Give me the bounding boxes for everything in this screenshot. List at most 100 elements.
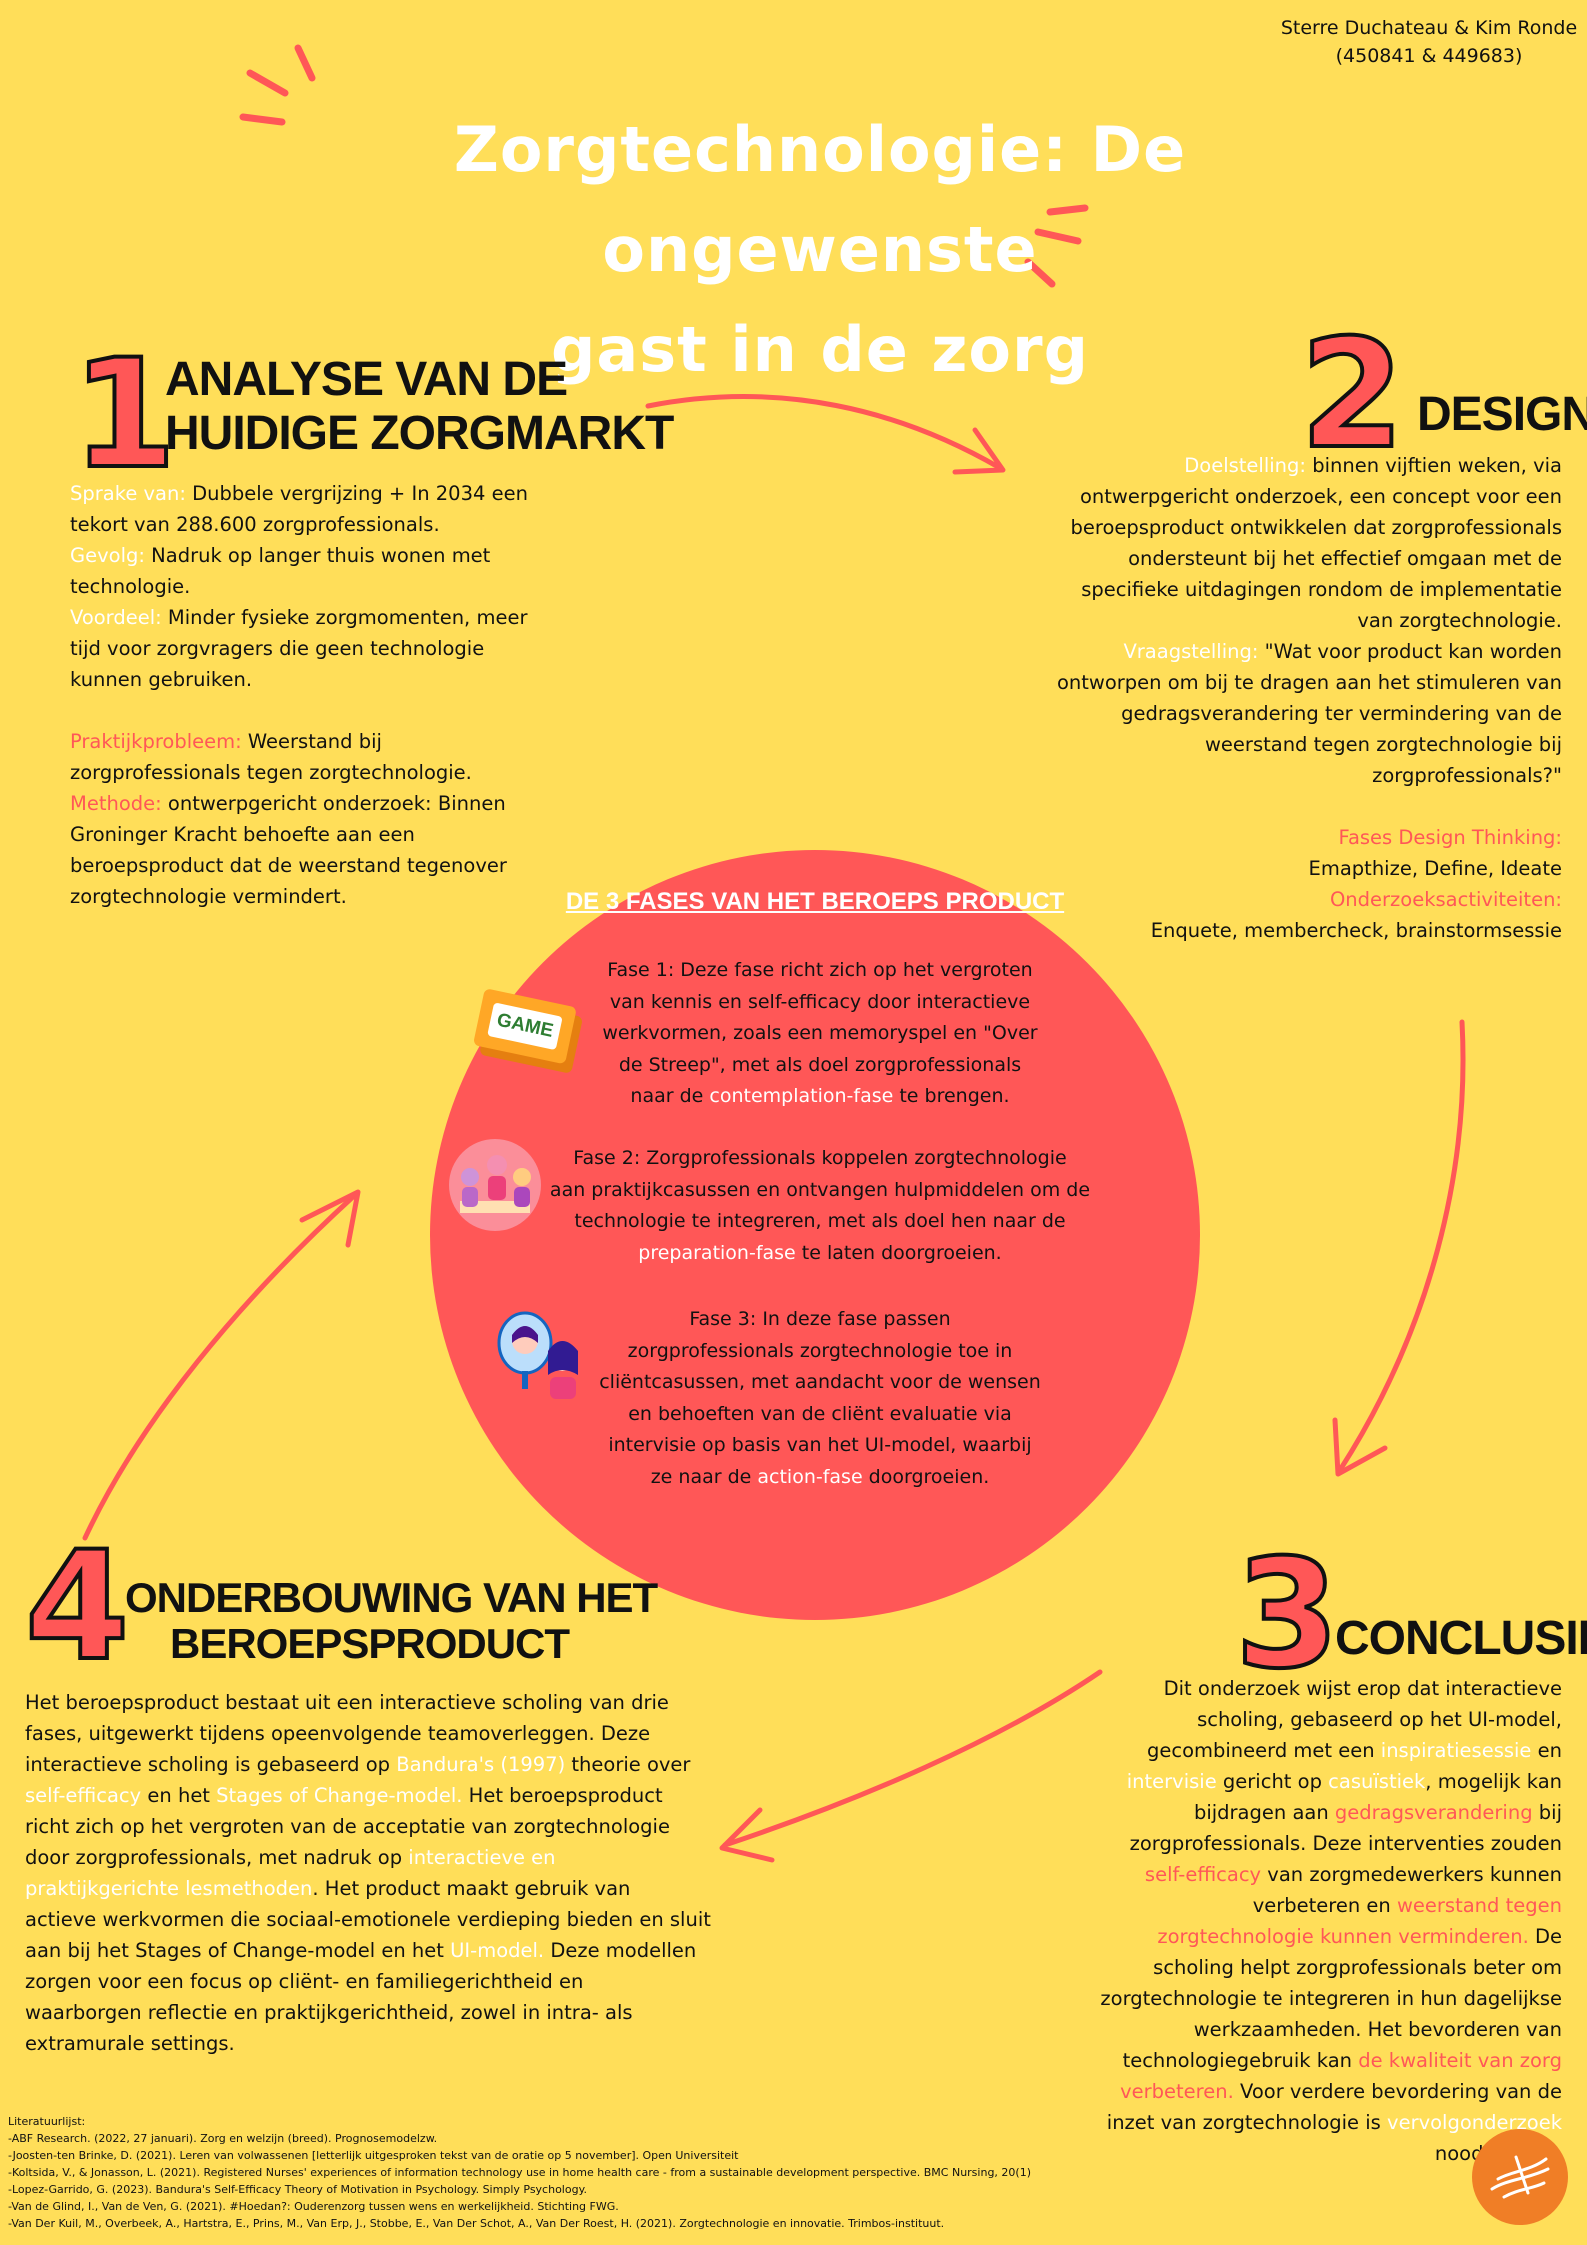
onderbouwing-line-8: actieve werkvormen die sociaal-emotionel… — [25, 1908, 711, 1931]
section-3-heading: CONCLUSIE — [1335, 1612, 1587, 1665]
section-2-heading: DESIGN — [1417, 388, 1587, 441]
verbeteren: verbeteren. — [1120, 2080, 1234, 2103]
section-3-number: 3 — [1233, 1528, 1341, 1702]
reference-2: -Joosten-ten Brinke, D. (2021). Leren va… — [8, 2149, 739, 2162]
fases-text: Emapthize, Define, Ideate — [1308, 857, 1562, 880]
title-rays-decoration — [239, 44, 1089, 288]
phase-3-text: Fase 3: In deze fase passen zorgprofessi… — [590, 1304, 1050, 1493]
phase-3-line-2: zorgprofessionals zorgtechnologie toe in — [627, 1339, 1013, 1362]
conclusie-line-6: zorgprofessionals. Deze interventies zou… — [1129, 1832, 1562, 1855]
conclusie-line-9b: De — [1528, 1925, 1562, 1948]
group-meeting-icon — [449, 1139, 541, 1231]
arrow-2-to-3 — [1337, 1019, 1466, 1473]
arrow-3-to-4-head — [719, 1807, 775, 1863]
vraag-line-1: "Wat voor product kan worden — [1258, 640, 1562, 663]
references-heading: Literatuurlijst: — [8, 2115, 86, 2128]
phase-3-line-3: cliëntcasussen, met aandacht voor de wen… — [599, 1371, 1041, 1393]
phase-3-line-5: intervisie op basis van het UI-model, wa… — [608, 1434, 1032, 1456]
conclusie-line-3a: gecombineerd met een — [1146, 1739, 1381, 1762]
phase-1-line-2: van kennis en self-efficacy door interac… — [609, 990, 1031, 1013]
interactieve-en: interactieve en — [408, 1846, 556, 1869]
section-1-number: 1 — [70, 328, 178, 502]
doel-label: Doelstelling: — [1184, 454, 1306, 477]
section-1-heading-line-2: HUIDIGE ZORGMARKT — [165, 407, 674, 460]
section-1-heading-line-1: ANALYSE VAN DE — [165, 353, 568, 406]
arrow-1-to-2-head — [952, 427, 1006, 475]
activiteiten-label: Onderzoeksactiviteiten: — [1329, 888, 1562, 911]
gevolg-label: Gevolg: — [70, 544, 145, 567]
section-4-heading-line-2: BEROEPSPRODUCT — [170, 1620, 570, 1667]
title-line-2: gast in de zorg — [551, 313, 1089, 386]
sprake-label: Sprake van: — [70, 482, 186, 505]
reference-5: -Van de Glind, I., Van de Ven, G. (2021)… — [8, 2200, 619, 2213]
onderbouwing-line-4d: Het beroepsproduct — [462, 1784, 663, 1807]
reference-3: -Koltsida, V., & Jonasson, L. (2021). Re… — [8, 2166, 1031, 2179]
phase-2-line-4b: te laten doorgroeien. — [795, 1241, 1002, 1264]
phase-3-line-4: en behoeften van de cliënt evaluatie via — [628, 1402, 1012, 1425]
onderbouwing-line-9a: aan bij het Stages of Change-model en he… — [25, 1939, 451, 1962]
conclusie-line-7b: van zorgmedewerkers kunnen — [1261, 1863, 1562, 1886]
conclusie-line-4b: gericht op — [1216, 1770, 1329, 1793]
phase-2-line-2: aan praktijkcasussen en ontvangen hulpmi… — [549, 1178, 1091, 1201]
inspiratiesessie: inspiratiesessie — [1380, 1739, 1532, 1762]
conclusie-line-13a: technologiegebruik kan — [1122, 2049, 1359, 2072]
references: Literatuurlijst: -ABF Research. (2022, 2… — [8, 2113, 1208, 2232]
conclusie-line-14b: Voor verdere bevordering van de — [1233, 2080, 1562, 2103]
contemplation-fase: contemplation-fase — [709, 1085, 894, 1107]
vraag-label: Vraagstelling: — [1123, 640, 1259, 663]
onderbouwing-line-10: zorgen voor een focus op cliënt- en fami… — [25, 1970, 584, 1993]
onderbouwing-line-3a: interactieve scholing is gebaseerd op — [25, 1753, 397, 1776]
vraag-line-3: gedragsverandering ter vermindering van … — [1121, 702, 1562, 725]
authors-ids: (450841 & 449683) — [1335, 45, 1523, 67]
methode-text-2: Groninger Kracht behoefte aan een — [70, 823, 415, 846]
phase-3-line-6c: doorgroeien. — [862, 1465, 990, 1488]
conclusie-line-15a: inzet van zorgtechnologie is — [1106, 2111, 1388, 2134]
onderbouwing-line-6a: door zorgprofessionals, met nadruk op — [25, 1846, 409, 1869]
methode-label: Methode: — [70, 792, 162, 815]
doel-line-6: van zorgtechnologie. — [1357, 609, 1562, 632]
onderbouwing-line-2: fases, uitgewerkt tijdens opeenvolgende … — [25, 1722, 651, 1745]
onderbouwing-line-3c: theorie over — [565, 1753, 691, 1776]
arrow-4-to-1 — [82, 1192, 358, 1541]
preparation-fase: preparation-fase — [638, 1241, 796, 1264]
phase-1-line-4: de Streep", met als doel zorgprofessiona… — [618, 1053, 1022, 1076]
bandura-1997: Bandura's (1997) — [396, 1753, 566, 1776]
section-2-number: 2 — [1298, 308, 1406, 482]
conclusie-line-8a: verbeteren en — [1252, 1894, 1397, 1917]
arrow-2-to-3-head — [1332, 1417, 1388, 1477]
section-2-body: Doelstelling: binnen vijftien weken, via… — [942, 450, 1562, 946]
phase-2-line-3: technologie te integreren, met als doel … — [574, 1210, 1066, 1232]
weerstand-tegen: weerstand tegen — [1396, 1894, 1562, 1917]
phase-1-text: Fase 1: Deze fase richt zich op het verg… — [585, 955, 1055, 1113]
voordeel-text: Minder fysieke zorgmomenten, meer — [161, 606, 528, 629]
phases-circle — [430, 850, 1200, 1620]
reference-1: -ABF Research. (2022, 27 januari). Zorg … — [8, 2132, 438, 2145]
activiteiten-text: Enquete, membercheck, brainstormsessie — [1150, 919, 1562, 942]
praktijk-text: Weerstand bij — [241, 730, 382, 753]
doel-line-5: specifieke uitdagingen rondom de impleme… — [1081, 578, 1562, 601]
arrow-3-to-4 — [722, 1669, 1103, 1848]
action-fase: action-fase — [757, 1465, 863, 1488]
onderbouwing-line-11: waarborgen reflectie en praktijkgerichth… — [25, 2001, 633, 2024]
praktijkgerichte-lesmethoden: praktijkgerichte lesmethoden — [25, 1877, 313, 1900]
ui-model: UI-model. — [450, 1939, 545, 1962]
reference-4: -Lopez-Garrido, G. (2023). Bandura's Sel… — [8, 2183, 588, 2196]
methode-text: ontwerpgericht onderzoek: Binnen — [161, 792, 506, 815]
doel-line-2: ontwerpgericht onderzoek, een concept vo… — [1079, 485, 1562, 508]
vraag-line-2: ontworpen om bij te dragen aan het stimu… — [1056, 671, 1562, 694]
gevolg-text: Nadruk op langer thuis wonen met — [144, 544, 491, 567]
phase-1-line-1: Fase 1: Deze fase richt zich op het verg… — [607, 959, 1033, 981]
vervolgonderzoek: vervolgonderzoek — [1387, 2111, 1562, 2134]
fases-label: Fases Design Thinking: — [1338, 826, 1562, 849]
conclusie-line-2: scholing, gebaseerd op het UI-model, — [1197, 1708, 1562, 1731]
conclusie-line-10: scholing helpt zorgprofessionals beter o… — [1153, 1956, 1562, 1979]
phase-3-line-6a: ze naar de — [650, 1465, 758, 1488]
voordeel-label: Voordeel: — [70, 606, 162, 629]
self-efficacy-white: self-efficacy — [25, 1784, 142, 1807]
section-3-body: Dit onderzoek wijst erop dat interactiev… — [1092, 1673, 1562, 2169]
phase-1-line-3: werkvormen, zoals een memoryspel en "Ove… — [602, 1022, 1038, 1044]
phase-1-line-5a: naar de — [630, 1085, 710, 1107]
conclusie-line-5a: bijdragen aan — [1193, 1801, 1335, 1824]
kunnen-verminderen: zorgtechnologie kunnen verminderen. — [1157, 1925, 1529, 1948]
school-logo — [1472, 2129, 1568, 2225]
